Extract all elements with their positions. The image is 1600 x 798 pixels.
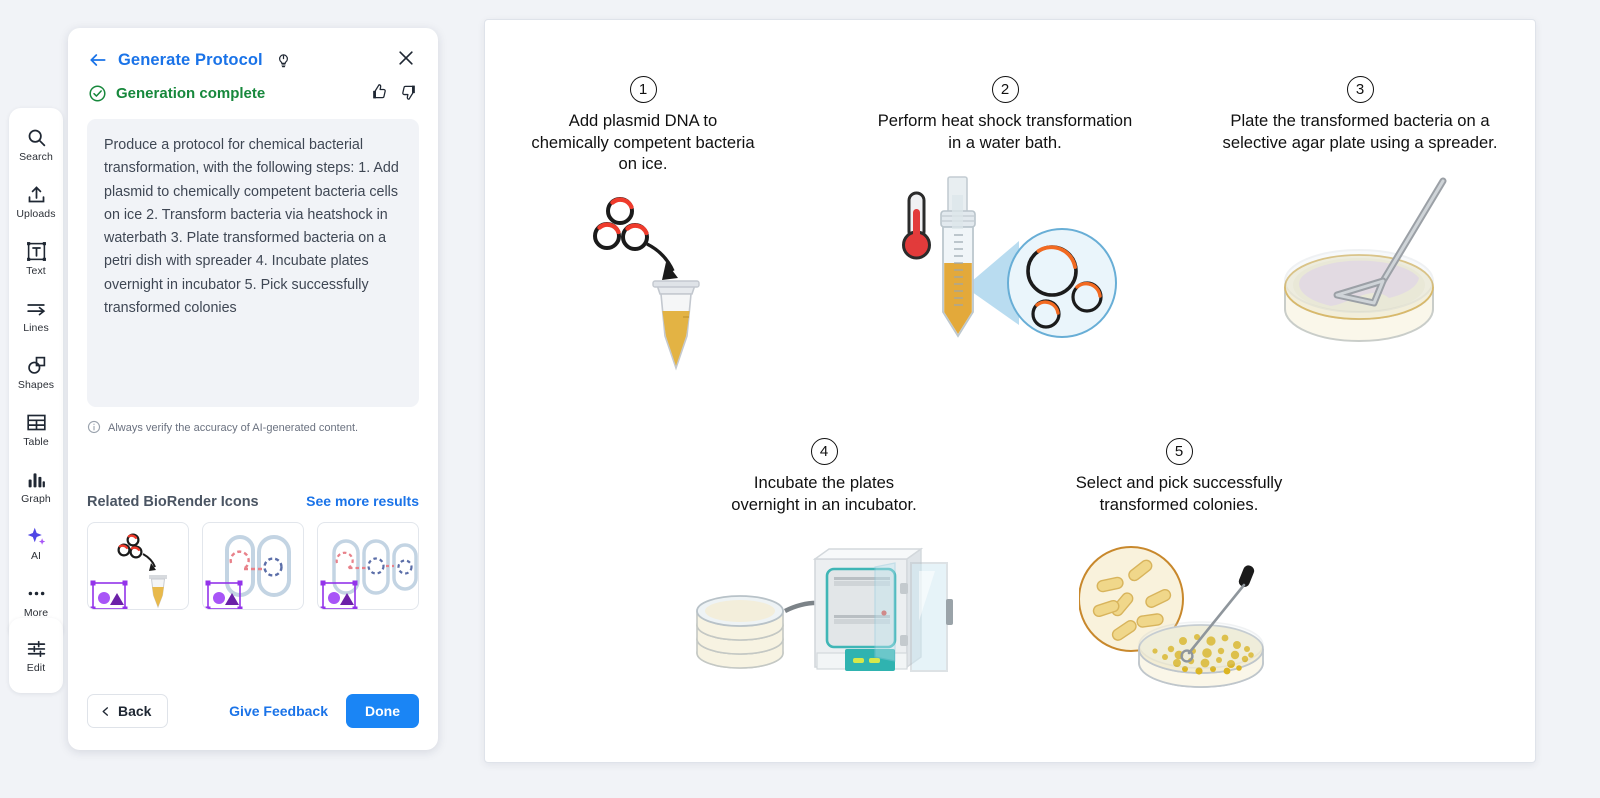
microcentrifuge-tube [652, 279, 700, 370]
status-badge: Generation complete [116, 85, 266, 102]
sidebar-item-edit[interactable]: Edit [9, 627, 63, 684]
sliders-icon [26, 637, 47, 659]
search-icon [26, 126, 47, 148]
document-canvas[interactable]: 1 Add plasmid DNA to chemically competen… [484, 19, 1536, 763]
heat-shock-water-bath-illustration[interactable] [891, 175, 1119, 357]
shapes-icon [26, 354, 47, 376]
page-title: Generate Protocol [118, 50, 263, 69]
stacked-petri-dishes [696, 595, 784, 669]
prompt-text: Produce a protocol for chemical bacteria… [104, 137, 399, 317]
step-number-4: 4 [810, 438, 838, 465]
canvas-step-3: 3 Plate the transformed bacteria on a se… [1195, 76, 1525, 355]
sidebar-label-more: More [23, 607, 49, 619]
thermometer-icon [902, 191, 931, 260]
prompt-text-box: Produce a protocol for chemical bacteria… [87, 119, 419, 407]
sidebar-item-search[interactable]: Search [9, 116, 63, 173]
canvas-step-1: 1 Add plasmid DNA to chemically competen… [498, 76, 788, 379]
step-caption-5: Select and pick successfully transformed… [1075, 473, 1283, 514]
related-icons-header: Related BioRender Icons See more results [87, 493, 419, 510]
selection-handles [320, 580, 358, 609]
bacteria-zoom-circle [1078, 546, 1184, 652]
plasmids-into-microcentrifuge-tube-illustration[interactable] [573, 189, 713, 374]
back-arrow-icon[interactable] [88, 50, 108, 70]
step-number-5: 5 [1165, 438, 1193, 465]
ellipsis-icon [26, 582, 47, 604]
step-caption-1: Add plasmid DNA to chemically competent … [531, 111, 755, 173]
stacked-plates-into-incubator-illustration[interactable] [693, 541, 955, 687]
sidebar-label-graph: Graph [21, 493, 51, 505]
selection-handles [90, 580, 128, 609]
panel-footer: Back Give Feedback Done [68, 694, 438, 750]
close-icon[interactable] [396, 48, 416, 73]
footer-actions: Give Feedback Done [229, 694, 419, 728]
step-number-3: 3 [1346, 76, 1374, 103]
back-button[interactable]: Back [87, 694, 169, 728]
sidebar-item-ai[interactable]: AI [9, 515, 63, 572]
sidebar-item-graph[interactable]: Graph [9, 458, 63, 515]
step-number-1: 1 [629, 76, 657, 103]
left-toolbar-secondary: Edit [9, 618, 63, 693]
incubator [812, 547, 953, 672]
tube [149, 575, 167, 609]
see-more-results-link[interactable]: See more results [306, 493, 419, 509]
generate-protocol-panel: Generate Protocol Gen [68, 28, 438, 750]
chevron-left-icon [100, 705, 111, 718]
canvas-step-5: 5 Select and pick successfully transform… [1030, 438, 1328, 694]
related-icon-thumbnail-2[interactable] [202, 522, 304, 610]
thumbs-down-icon[interactable] [400, 83, 418, 101]
related-icons-title: Related BioRender Icons [87, 494, 259, 510]
related-icons-grid [87, 522, 419, 610]
sidebar-item-text[interactable]: Text [9, 230, 63, 287]
inoculation-loop [1180, 565, 1255, 663]
related-icon-thumbnail-3[interactable] [317, 522, 419, 610]
text-box-icon [26, 240, 47, 262]
step-caption-3: Plate the transformed bacteria on a sele… [1222, 111, 1498, 152]
falcon-tube [940, 176, 976, 338]
selection-handles [205, 580, 243, 609]
sidebar-label-shapes: Shapes [17, 379, 55, 391]
step-caption-2: Perform heat shock transformation in a w… [877, 111, 1133, 152]
petri-dish [1284, 249, 1434, 342]
generation-status: Generation complete [68, 70, 438, 103]
lightbulb-icon[interactable] [275, 51, 292, 69]
sidebar-label-table: Table [23, 436, 49, 448]
table-icon [26, 411, 47, 433]
sidebar-label-edit: Edit [26, 662, 46, 674]
bar-chart-icon [26, 468, 47, 490]
left-toolbar: Search Uploads Text [9, 108, 63, 639]
sidebar-item-table[interactable]: Table [9, 401, 63, 458]
back-button-label: Back [118, 703, 152, 719]
panel-header: Generate Protocol [68, 28, 438, 70]
sidebar-label-text: Text [26, 265, 46, 277]
canvas-step-4: 4 Incubate the plates overnight in an in… [675, 438, 973, 692]
ai-disclaimer: Always verify the accuracy of AI-generat… [87, 420, 419, 435]
plasmid-zoom-circle [1007, 228, 1117, 338]
give-feedback-link[interactable]: Give Feedback [229, 703, 328, 719]
spreader [1333, 177, 1447, 307]
colony-petri-dish [1138, 621, 1264, 688]
step-caption-4: Incubate the plates overnight in an incu… [731, 473, 917, 514]
arrow-line-icon [25, 297, 47, 319]
sidebar-item-more[interactable]: More [9, 572, 63, 629]
thumbs-up-icon[interactable] [370, 83, 388, 101]
feedback-icons [370, 83, 418, 101]
sidebar-item-shapes[interactable]: Shapes [9, 344, 63, 401]
sparkle-icon [26, 525, 47, 547]
sidebar-item-uploads[interactable]: Uploads [9, 173, 63, 230]
done-button[interactable]: Done [346, 694, 419, 728]
canvas-step-2: 2 Perform heat shock transformation in a… [840, 76, 1170, 362]
sidebar-label-lines: Lines [23, 322, 49, 334]
check-circle-icon [88, 84, 107, 103]
sidebar-label-ai: AI [30, 550, 42, 562]
sidebar-item-lines[interactable]: Lines [9, 287, 63, 344]
colony-picking-illustration[interactable] [1078, 541, 1279, 689]
petri-dish-with-spreader-illustration[interactable] [1271, 175, 1449, 350]
upload-icon [26, 183, 47, 205]
step-number-2: 2 [991, 76, 1019, 103]
sidebar-label-search: Search [19, 151, 53, 163]
related-icon-thumbnail-1[interactable] [87, 522, 189, 610]
sidebar-label-uploads: Uploads [16, 208, 56, 220]
disclaimer-text: Always verify the accuracy of AI-generat… [108, 422, 359, 434]
info-icon [87, 420, 101, 434]
